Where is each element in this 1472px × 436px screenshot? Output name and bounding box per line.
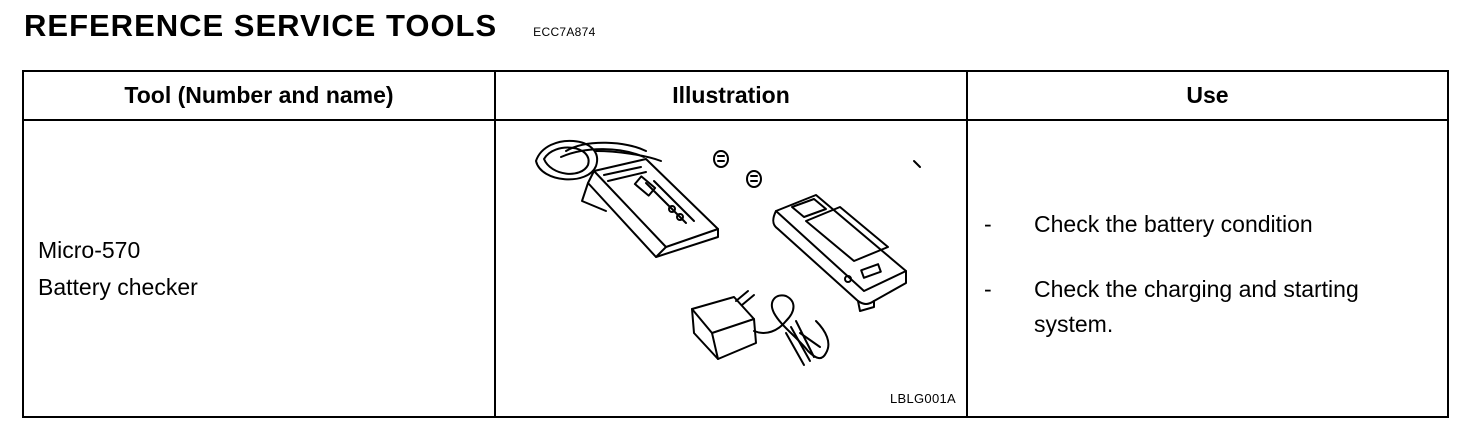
use-text: Check the battery condition: [1034, 211, 1313, 237]
bullet-dash: -: [984, 211, 992, 237]
use-cell: - Check the battery condition - Check th…: [966, 119, 1449, 418]
list-item: - Check the battery condition: [968, 207, 1447, 242]
bullet-dash: -: [984, 276, 992, 302]
illustration-code: LBLG001A: [889, 391, 956, 406]
table-row: Micro-570 Battery checker: [22, 119, 1449, 418]
use-list: - Check the battery condition - Check th…: [968, 121, 1447, 342]
tool-name: Battery checker: [38, 273, 198, 300]
page-title: REFERENCE SERVICE TOOLS: [24, 8, 498, 43]
tool-cell: Micro-570 Battery checker: [22, 119, 496, 418]
page-heading: REFERENCE SERVICE TOOLS ECC7A874: [24, 10, 596, 41]
cable-loop-icon: [535, 140, 599, 181]
battery-checker-illustration: [535, 140, 921, 366]
bulb-icon: [746, 170, 762, 188]
use-text: Check the charging and starting system.: [1034, 276, 1359, 337]
section-code: ECC7A874: [533, 25, 596, 39]
service-tools-table: Tool (Number and name) Illustration Use …: [22, 70, 1449, 418]
tool-number: Micro-570: [38, 236, 141, 263]
header-use: Use: [966, 70, 1449, 121]
header-illustration: Illustration: [494, 70, 968, 121]
list-item: - Check the charging and starting system…: [968, 272, 1447, 342]
illustration-cell: LBLG001A: [494, 119, 968, 418]
bulb-icon: [713, 150, 729, 168]
header-tool: Tool (Number and name): [22, 70, 496, 121]
adapter-cable-icon: [753, 294, 830, 359]
table-header-row: Tool (Number and name) Illustration Use: [22, 70, 1449, 121]
